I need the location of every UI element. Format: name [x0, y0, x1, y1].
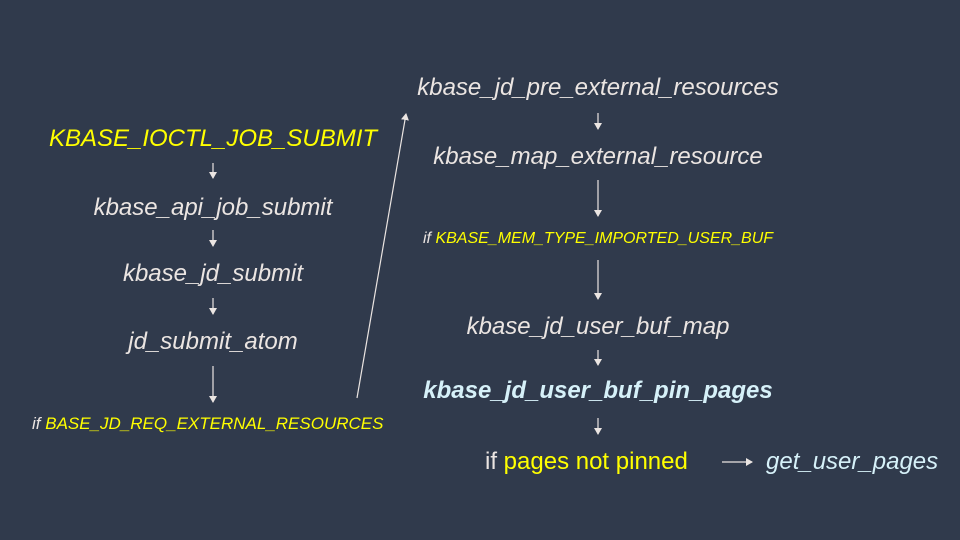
user-buf-map-node: kbase_jd_user_buf_map	[466, 313, 730, 340]
final-prefix: if	[485, 448, 497, 475]
external-resources-condition: if BASE_JD_REQ_EXTERNAL_RESOURCES	[32, 415, 383, 432]
final-condition: pages not pinned	[503, 448, 688, 475]
jd-submit-atom-node: jd_submit_atom	[128, 328, 298, 355]
imported-user-buf-condition: if KBASE_MEM_TYPE_IMPORTED_USER_BUF	[398, 231, 798, 247]
arrow-condition-to-pre-external	[356, 113, 409, 399]
condition-flag: BASE_JD_REQ_EXTERNAL_RESOURCES	[45, 414, 384, 433]
condition-type: KBASE_MEM_TYPE_IMPORTED_USER_BUF	[435, 230, 774, 247]
pages-not-pinned-condition: if pages not pinned	[485, 450, 688, 474]
jd-submit-node: kbase_jd_submit	[122, 260, 304, 287]
map-external-resource-node: kbase_map_external_resource	[433, 143, 763, 170]
ioctl-node: KBASE_IOCTL_JOB_SUBMIT	[48, 125, 378, 152]
user-buf-pin-pages-node: kbase_jd_user_buf_pin_pages	[423, 377, 773, 404]
get-user-pages-node: get_user_pages	[766, 448, 939, 475]
condition-prefix: if	[32, 414, 41, 433]
pre-external-resources-node: kbase_jd_pre_external_resources	[417, 74, 779, 101]
api-job-submit-node: kbase_api_job_submit	[93, 194, 333, 221]
condition-prefix: if	[422, 230, 431, 247]
